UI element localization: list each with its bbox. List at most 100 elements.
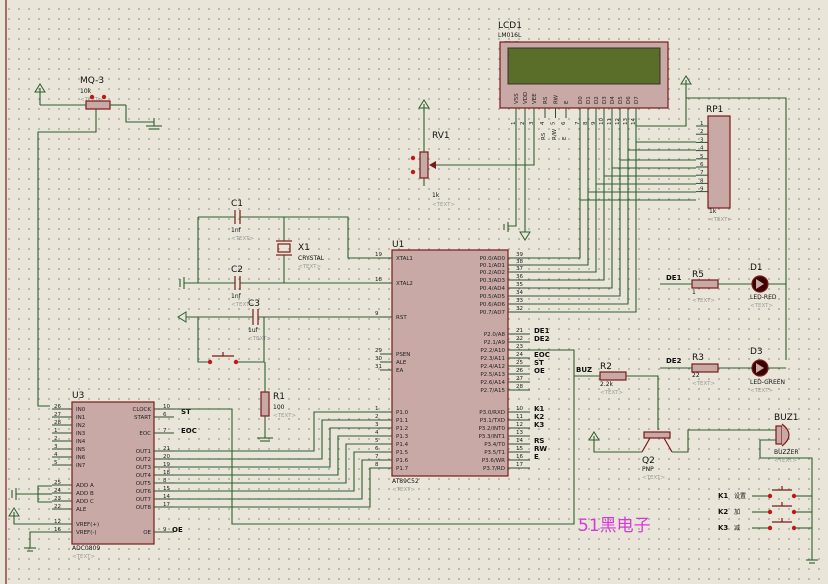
- u1-right-pin-number: 17: [516, 462, 523, 468]
- u1-body: [391, 249, 509, 477]
- u1-net-label: RW: [534, 445, 547, 453]
- lcd-pin-number: 10: [599, 118, 605, 125]
- u1-right-pin-number: 38: [516, 259, 523, 265]
- x1-crystal[interactable]: X1 CRYSTAL <TEXT>: [276, 217, 325, 283]
- u3-left-pin-name: IN3: [76, 431, 86, 437]
- u3-right-pin-name: OUT6: [136, 489, 152, 495]
- u3-right-pin-name: OUT1: [136, 449, 151, 455]
- u3-address-wiring: [8, 485, 52, 552]
- mq3-terminal: [89, 94, 95, 100]
- u3-st-net: ST: [181, 408, 191, 416]
- lcd-pin-number: 14: [631, 118, 637, 125]
- u1-left-pin-number: 2: [375, 414, 379, 420]
- p0-data-bus: [530, 118, 696, 313]
- lcd-pin-name: RS: [543, 96, 549, 104]
- mq3-sensor[interactable]: MQ-3 10k <TEXT>: [37, 76, 154, 407]
- lcd-pin-name: D7: [634, 96, 640, 104]
- u3-right-pin-number: 10: [163, 404, 170, 410]
- r1-resistor[interactable]: R1 100 <TEXT>: [260, 362, 296, 438]
- lcd-pin-number: 13: [623, 118, 629, 125]
- lcd-pin-number: 7: [575, 121, 581, 125]
- u1-left-pin-name: XTAL1: [396, 256, 413, 262]
- u3-right-pin-number: 17: [163, 502, 170, 508]
- q2-transistor[interactable]: Q2 PNP <TEXT>: [588, 429, 776, 481]
- c2-text-placeholder: <TEXT>: [231, 302, 254, 308]
- u1-right-pin-number: 26: [516, 368, 523, 374]
- lcd-pin-group: VSS1VDD2VEE3RS4RW5E6D07D18D29D310D411D51…: [511, 92, 640, 125]
- u1-right-pin-name: P0.4/AD4: [480, 286, 506, 292]
- c2-capacitor[interactable]: C2 1nf <TEXT>: [184, 217, 380, 308]
- u3-left-pin-number: 26: [54, 404, 61, 410]
- ground-symbol: [146, 118, 162, 130]
- d1-led[interactable]: D1 LED-RED <TEXT>: [750, 263, 786, 309]
- d3-ref: D3: [750, 347, 763, 357]
- u1-right-pin-number: 27: [516, 376, 523, 382]
- r2-resistor[interactable]: R2 2.2k <TEXT> BUZ: [574, 362, 659, 430]
- watermark: 51黑电子: [578, 516, 651, 536]
- u1-net-label: K3: [534, 421, 544, 429]
- key-terminal: [767, 525, 773, 531]
- u3-left-pin-name: ADD A: [76, 483, 94, 489]
- d3-led[interactable]: D3 LED-GREEN <TEXT>: [750, 347, 786, 394]
- u1-right-pin-name: P3.1/TXD: [480, 418, 505, 424]
- u1-right-pin-name: P2.1/A9: [484, 340, 506, 346]
- r5-resistor[interactable]: R5 1 <TEXT> DE1: [660, 270, 752, 304]
- mq3-ref: MQ-3: [80, 76, 104, 86]
- power-terminal: [8, 507, 20, 517]
- u3-left-pin-number: 12: [54, 519, 61, 525]
- reset-button[interactable]: [197, 317, 265, 365]
- u3-left-pin-number: 22: [54, 504, 61, 510]
- u1-left-pin-number: 7: [375, 454, 379, 460]
- r3-resistor[interactable]: R3 22 <TEXT> DE2: [660, 353, 752, 387]
- r5-value: 1: [692, 289, 696, 296]
- u1-net-label: K2: [534, 413, 544, 421]
- lcd-ref: LCD1: [498, 21, 522, 31]
- u1-left-pin-name: P1.6: [396, 458, 409, 464]
- u3-left-pin-number: 1: [54, 428, 58, 434]
- rv1-ref: RV1: [432, 131, 450, 141]
- u3-left-pin-number: 23: [54, 496, 61, 502]
- u1-left-pin-name: RST: [396, 315, 407, 321]
- d1-value: LED-RED: [750, 294, 777, 301]
- c3-capacitor[interactable]: C3 1uf <TEXT>: [177, 299, 380, 342]
- q2-ref: Q2: [642, 456, 655, 466]
- lcd-pin-number: 8: [583, 121, 589, 125]
- u1-right-pin-name: P0.0/AD0: [480, 256, 506, 262]
- lcd-pin-name: VDD: [523, 92, 529, 104]
- x1-text-placeholder: <TEXT>: [298, 264, 321, 270]
- c1-capacitor[interactable]: C1 1nf <TEXT>: [198, 199, 380, 259]
- rp1-ref: RP1: [706, 105, 723, 115]
- key-label: 设置: [734, 492, 746, 500]
- rp1-pin-number: 3: [700, 137, 704, 143]
- u3-right-pins: 10CLOCK6START7EOC21OUT120OUT219OUT318OUT…: [133, 404, 174, 536]
- c1-value: 1nf: [231, 227, 242, 234]
- buz1-buzzer[interactable]: BUZ1 BUZZER <TEXT>: [759, 413, 813, 560]
- u3-eoc-net: EOC: [181, 427, 197, 435]
- rp1-pin-number: 9: [700, 187, 704, 193]
- lcd-pin-name: D3: [602, 96, 608, 104]
- ground-symbol: [179, 277, 185, 289]
- u3-left-pin-number: 25: [54, 480, 61, 486]
- u1-right-pin-name: P2.6/A14: [480, 380, 505, 386]
- u1-net-label: ST: [534, 359, 544, 367]
- u3-left-pin-name: IN4: [76, 439, 86, 445]
- u1-right-pin-number: 35: [516, 282, 523, 288]
- c2-ref: C2: [231, 265, 243, 275]
- rv1-potentiometer[interactable]: RV1 1k <TEXT>: [410, 99, 535, 208]
- u3-left-pin-name: IN2: [76, 423, 85, 429]
- u1-microcontroller[interactable]: U1 AT89C52 <TEXT> 19XTAL118XTAL29RST29PS…: [375, 240, 550, 493]
- u1-right-pin-name: P3.2/INT0: [478, 426, 505, 432]
- key-terminal: [767, 509, 773, 515]
- rv1-wiper: [429, 161, 436, 169]
- lcd-module[interactable]: LCD1 LM016L <TEXT> VSS1VDD2VEE3RS4RW5E6D…: [498, 21, 669, 125]
- u1-left-pin-number: 3: [375, 422, 379, 428]
- power-terminal: [34, 83, 46, 105]
- u1-right-pin-name: P3.5/T1: [484, 450, 505, 456]
- lcd-pin-name: D1: [586, 96, 592, 104]
- power-terminal: [680, 75, 692, 85]
- lcd-pin-number: 9: [591, 121, 597, 125]
